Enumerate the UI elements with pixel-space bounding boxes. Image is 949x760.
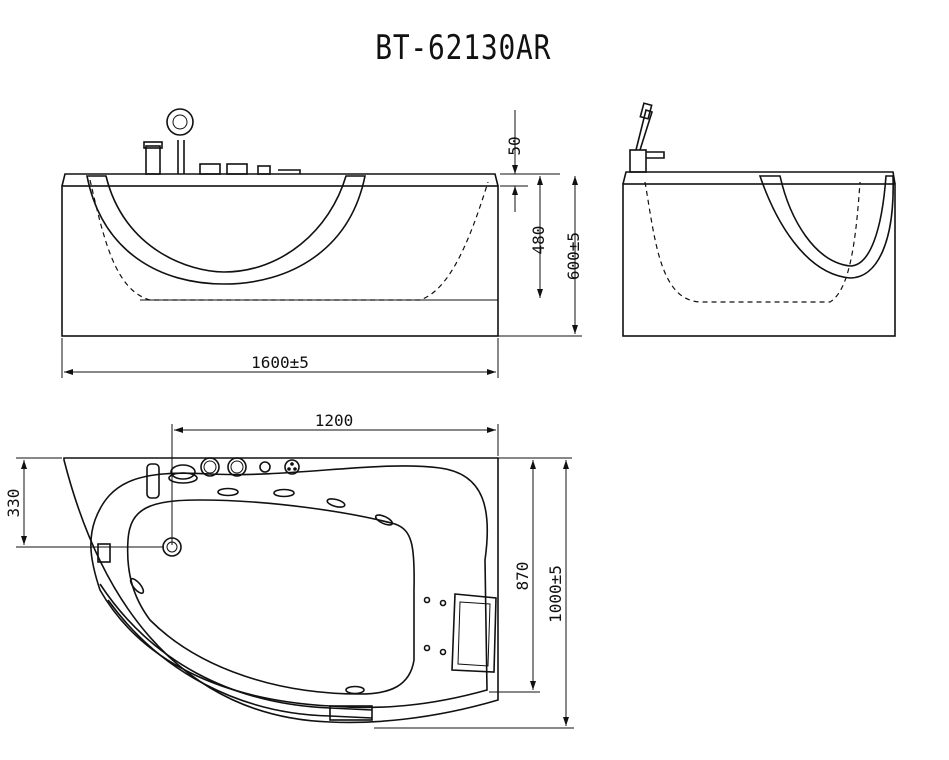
plan-outer-shell: [63, 457, 499, 724]
front-apron: [61, 185, 499, 337]
dim-plan-1000: 1000±5: [546, 565, 565, 623]
dim-plan-330: 330: [4, 489, 23, 518]
plan-button: [259, 461, 271, 473]
side-rim: [622, 171, 896, 185]
dim-front-480: 480: [529, 226, 548, 255]
side-apron: [622, 183, 896, 337]
plan-view: 1200 330 870 1000±5: [4, 411, 574, 729]
plan-valve-1: [200, 457, 220, 477]
plan-deck: [90, 465, 489, 709]
front-elevation-view: 50 480 600±5 1600±5: [61, 108, 583, 378]
side-inner-tub-hidden: [644, 181, 861, 303]
plan-valve-2: [227, 457, 247, 477]
side-window: [758, 175, 894, 279]
dim-front-1600: 1600±5: [251, 353, 309, 372]
dim-front-50: 50: [505, 136, 524, 155]
plan-front-cap: [329, 705, 373, 721]
plan-jets: [129, 487, 447, 695]
front-inner-tub-hidden: [89, 179, 489, 301]
plan-headrest: [451, 593, 497, 673]
plan-handshower: [170, 464, 196, 480]
front-faucet-set: [143, 108, 301, 175]
side-elevation-view: [622, 102, 896, 337]
front-rim: [61, 173, 499, 187]
dim-plan-870: 870: [513, 562, 532, 591]
plan-light-control: [284, 459, 300, 475]
plan-overflow: [97, 543, 111, 563]
dim-plan-1200: 1200: [315, 411, 354, 430]
dim-front-600: 600±5: [564, 232, 583, 280]
side-faucet-handshower: [629, 102, 665, 173]
plan-basin: [126, 499, 415, 695]
model-title: BT-62130AR: [375, 28, 552, 68]
front-window: [86, 175, 366, 285]
plan-spout: [146, 463, 160, 499]
plan-deck-controls: [146, 457, 300, 499]
